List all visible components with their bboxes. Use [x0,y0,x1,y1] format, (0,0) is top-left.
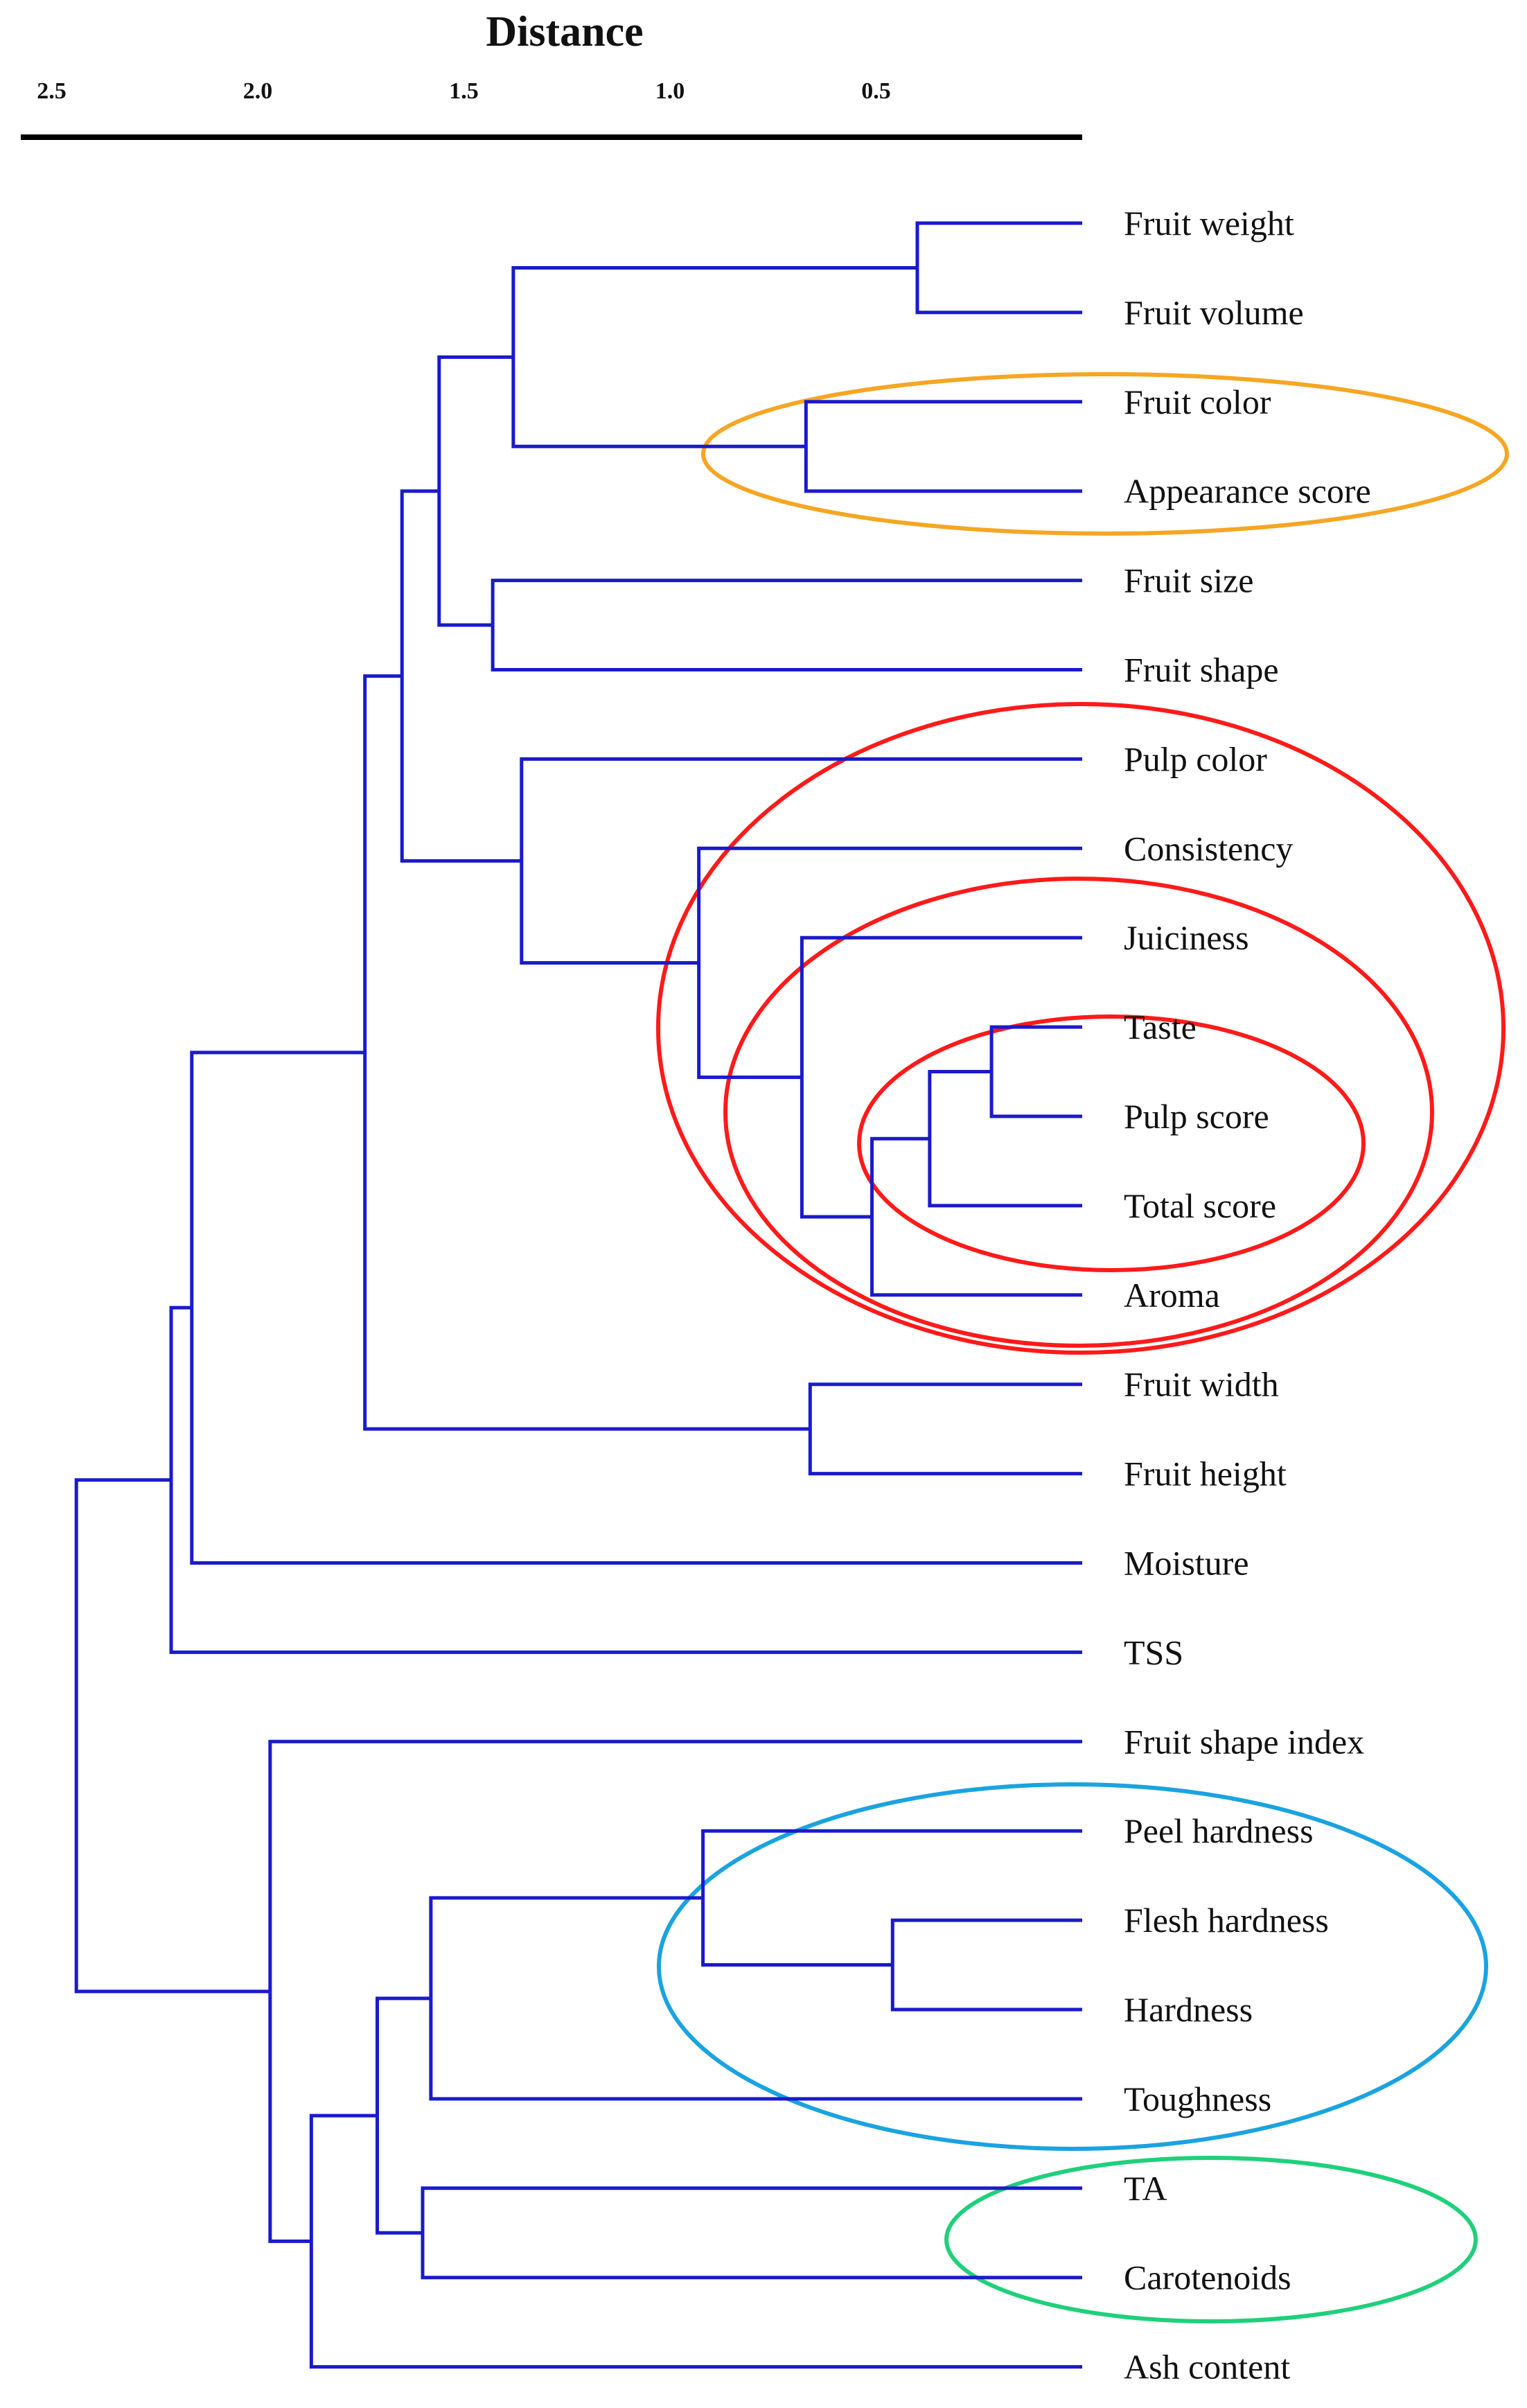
dendrogram-link [169,1306,1082,1654]
leaf-label: Carotenoids [1124,2258,1291,2297]
cluster-highlights [656,372,1509,2323]
leaf-label: Fruit color [1124,383,1271,421]
leaf-label: Taste [1124,1008,1197,1046]
dendrogram-link [363,674,811,1431]
leaf-label: Fruit shape [1124,651,1279,689]
dendrogram-link [268,1739,1082,2243]
leaf-label: Fruit size [1124,561,1253,600]
dendrogram-link [421,2186,1082,2280]
dendrogram-link [491,579,1082,671]
leaf-label: Ash content [1124,2348,1290,2387]
cluster-highlight-ellipse [857,1014,1366,1272]
dendrogram-link [890,1918,1082,2012]
axis-tick-label: 0.5 [861,78,891,104]
leaf-label: Juiciness [1124,918,1249,957]
cluster-highlight-ellipse [701,372,1509,536]
dendrogram-link [989,1025,1082,1118]
dendrogram-link [74,1478,270,1994]
dendrogram-link [400,489,522,863]
dendrogram-link [309,2113,1082,2369]
axis-ticks: 2.5 2.0 1.5 1.0 0.5 [37,78,891,104]
dendrogram-link [429,1896,1082,2101]
leaf-label: Flesh hardness [1124,1901,1329,1940]
cluster-highlight-ellipse [656,702,1506,1355]
leaf-label: Toughness [1124,2080,1271,2118]
leaf-label: Total score [1124,1186,1276,1225]
dendrogram-link [437,355,513,627]
axis-tick-label: 1.5 [449,78,479,104]
dendrogram-link [804,400,1082,493]
leaf-label: Fruit weight [1124,204,1294,243]
cluster-highlight-ellipse [723,877,1434,1348]
dendrogram-link [915,221,1082,315]
axis-tick-label: 2.5 [37,78,67,104]
dendrogram-link [808,1382,1082,1476]
dendrogram-link [190,1051,1082,1565]
axis-tick-label: 2.0 [243,78,273,104]
leaf-label: Consistency [1124,829,1293,868]
leaf-label: Fruit shape index [1124,1722,1364,1761]
leaf-label: Peel hardness [1124,1811,1314,1850]
cluster-highlight-ellipse [657,1782,1488,2151]
dendrogram-tree [74,221,1082,2369]
leaf-label: Fruit width [1124,1365,1279,1404]
leaf-label: Appearance score [1124,472,1371,511]
leaf-label: Hardness [1124,1990,1253,2029]
leaf-label: Fruit volume [1124,293,1304,332]
dendrogram-link [511,265,917,448]
leaf-label: TSS [1124,1633,1183,1671]
cluster-highlight-ellipse [944,2156,1478,2323]
leaf-label: Fruit height [1124,1455,1287,1493]
dendrogram-link [800,935,1082,1219]
axis-tick-label: 1.0 [655,78,685,104]
leaf-label: Pulp score [1124,1097,1269,1136]
leaf-label: TA [1124,2169,1167,2208]
leaf-label: Pulp color [1124,739,1267,778]
leaf-label: Moisture [1124,1544,1249,1583]
axis-title: Distance [486,8,643,55]
dendrogram-link [928,1070,1082,1208]
dendrogram-link [520,757,1082,965]
leaf-label: Aroma [1124,1276,1220,1315]
